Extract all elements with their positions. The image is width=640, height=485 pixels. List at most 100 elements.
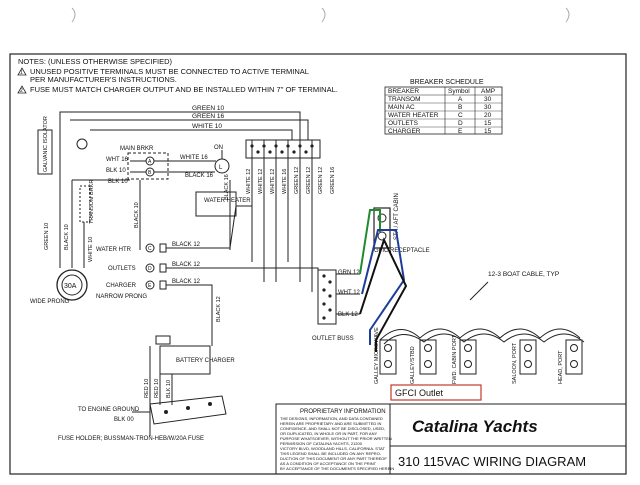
label-green12-a: GREEN 12 xyxy=(294,167,300,194)
green-wire xyxy=(359,209,381,275)
proprietary-line: THIS LEGEND SHALL BE INCLUDED ON ANY REP… xyxy=(280,451,382,456)
note-2-number: 2 xyxy=(20,88,23,94)
transom-breaker-box xyxy=(79,185,91,223)
buss-wires xyxy=(336,273,360,315)
note-1-line1: UNUSED POSITIVE TERMINALS MUST BE CONNEC… xyxy=(30,67,309,76)
proprietary-line: OR DUPLICATED, IN WHOLE OR IN PART, FOR … xyxy=(280,431,377,436)
gfci-outlet-callout: GFCI Outlet xyxy=(390,384,482,401)
galvanic-isolator: GALVANIC ISOLATOR xyxy=(37,116,53,175)
schedule-cell: WATER HEATER xyxy=(388,112,439,119)
label-black12-c: BLACK 12 xyxy=(172,279,201,285)
breaker-a-letter: A xyxy=(148,159,152,165)
label-outlet-buss: OUTLET BUSS xyxy=(312,336,354,342)
label-green16-v: GREEN 16 xyxy=(330,167,336,194)
label-white10: WHITE 10 xyxy=(192,123,222,130)
label-wide-prong: WIDE PRONG xyxy=(30,299,70,305)
label-black12-v: BLACK 12 xyxy=(216,296,222,322)
note-2-triangle-icon xyxy=(17,85,27,94)
label-outlets: OUTLETS xyxy=(108,266,136,272)
label-white16-v: WHITE 16 xyxy=(282,169,288,194)
label-red10-b: RED 10 xyxy=(154,379,160,398)
label-to-engine-ground: TO ENGINE GROUND xyxy=(78,407,140,413)
label-white16: WHITE 16 xyxy=(180,155,208,161)
label-narrow-prong: NARROW PRONG xyxy=(96,294,147,300)
label-water-heater: WATER HEATER xyxy=(204,198,251,204)
proprietary-line: AS A CONDITION OF ACCEPTANCE ON THE PRIN… xyxy=(280,461,377,466)
binder-mark xyxy=(565,7,570,23)
schedule-cell: B xyxy=(458,104,462,111)
galvanic-isolator-label: GALVANIC ISOLATOR xyxy=(43,116,49,172)
breaker-d-letter: D xyxy=(148,266,152,272)
label-blk10-v: BLK 10 xyxy=(166,380,172,398)
proprietary-title: PROPRIETARY INFORMATION xyxy=(300,409,386,415)
schedule-cell: 15 xyxy=(484,128,492,135)
label-wht16: WHT 16 xyxy=(106,157,129,163)
breaker-b-letter: B xyxy=(148,170,152,176)
label-transom-brkr: TRANSOM BRKR xyxy=(89,180,95,224)
label-grn12: GRN 12 xyxy=(338,270,360,276)
label-main-brkr: MAIN BRKR xyxy=(120,146,154,152)
label-fwd-cabin-port: FWD. CABIN PORT xyxy=(452,334,458,384)
shore-power-inlet: 30A xyxy=(56,269,88,301)
main-brkr-wires xyxy=(130,160,216,173)
outlet-buss: OUTLET BUSS xyxy=(312,269,354,342)
label-on: ON xyxy=(214,145,223,151)
schedule-cell: 30 xyxy=(484,96,492,103)
blue-wire xyxy=(361,229,406,345)
label-charger: CHARGER xyxy=(106,283,137,289)
outlet-receptacles xyxy=(379,339,583,375)
main-breaker-box xyxy=(127,152,169,180)
title-block: PROPRIETARY INFORMATION THE DESIGNS, INF… xyxy=(275,403,627,475)
notes-block: NOTES: (UNLESS OTHERWISE SPECIFIED) 1 UN… xyxy=(17,57,338,94)
schedule-cell: A xyxy=(458,96,463,103)
label-white10-v: WHITE 10 xyxy=(88,237,94,262)
label-white12-c: WHITE 12 xyxy=(270,169,276,194)
schedule-cell: C xyxy=(458,112,463,119)
label-galley-stbd: GALLEY/STBD xyxy=(410,346,416,384)
water-heater-box xyxy=(195,191,237,217)
label-galley-microwave: GALLEY MICROWAVE xyxy=(374,327,380,384)
breaker-schedule-title: BREAKER SCHEDULE xyxy=(410,79,484,86)
catalina-yachts-logo: Catalina Yachts xyxy=(412,417,538,436)
binder-mark xyxy=(71,7,76,23)
label-black10-c: BLACK 10 xyxy=(134,202,140,228)
schedule-cell: CHARGER xyxy=(388,128,421,135)
label-boat-cable: 12-3 BOAT CABLE, TYP xyxy=(488,271,559,278)
battery-bus xyxy=(149,395,227,425)
label-blk10-b: BLK 10 xyxy=(108,179,128,185)
top-wires xyxy=(59,111,309,168)
note-1-line2: PER MANUFACTURER'S INSTRUCTIONS. xyxy=(30,75,177,84)
drawing-title: 310 115VAC WIRING DIAGRAM xyxy=(398,454,586,469)
label-saloon-port: SALOON, PORT xyxy=(512,342,518,384)
proprietary-line: THE DESIGNS, INFORMATION, AND DATA CONTA… xyxy=(280,416,383,421)
note-1-triangle-icon xyxy=(17,67,27,76)
gfci-outlet-label: GFCI Outlet xyxy=(395,388,444,398)
label-black12-b: BLACK 12 xyxy=(172,262,201,268)
schedule-cell: 30 xyxy=(484,104,492,111)
proprietary-line: VICTORY BLVD, WOODLAND HILLS, CALIFORNIA… xyxy=(280,446,385,451)
proprietary-line: CONFIDENCE, AND SHALL NOT BE DISCLOSED, … xyxy=(280,426,385,431)
schedule-header-amp: AMP xyxy=(481,88,495,95)
boat-cable-leader xyxy=(469,281,489,301)
label-battery-charger: BATTERY CHARGER xyxy=(176,358,235,364)
schedule-cell: E xyxy=(458,128,463,135)
schedule-cell: MAIN AC xyxy=(388,104,415,111)
label-black12-a: BLACK 12 xyxy=(172,242,201,248)
label-green12-c: GREEN 12 xyxy=(318,167,324,194)
schedule-cell: 15 xyxy=(484,120,492,127)
label-water-htr: WATER HTR xyxy=(96,247,132,253)
black-wire xyxy=(359,237,408,352)
proprietary-line: BY ACCEPTANCE OF THE DOCUMENTS SPECIFIED… xyxy=(280,466,394,471)
battery-charger: BATTERY CHARGER xyxy=(155,335,235,375)
label-blk10-a: BLK 10 xyxy=(106,168,126,174)
label-black10-v: BLACK 10 xyxy=(64,224,70,250)
lamp-letter: L xyxy=(219,165,223,171)
schedule-cell: D xyxy=(458,120,463,127)
shore-amp-label: 30A xyxy=(64,283,77,290)
label-black16: BLACK 16 xyxy=(185,173,214,179)
proprietary-line: PERMISSION OF CATALINA YACHTS, 21200 xyxy=(280,441,363,446)
load-breakers: WATER HTR C OUTLETS D CHARGER E xyxy=(96,243,167,290)
label-wht12: WHT 12 xyxy=(338,290,361,296)
notes-heading: NOTES: (UNLESS OTHERWISE SPECIFIED) xyxy=(18,57,173,66)
